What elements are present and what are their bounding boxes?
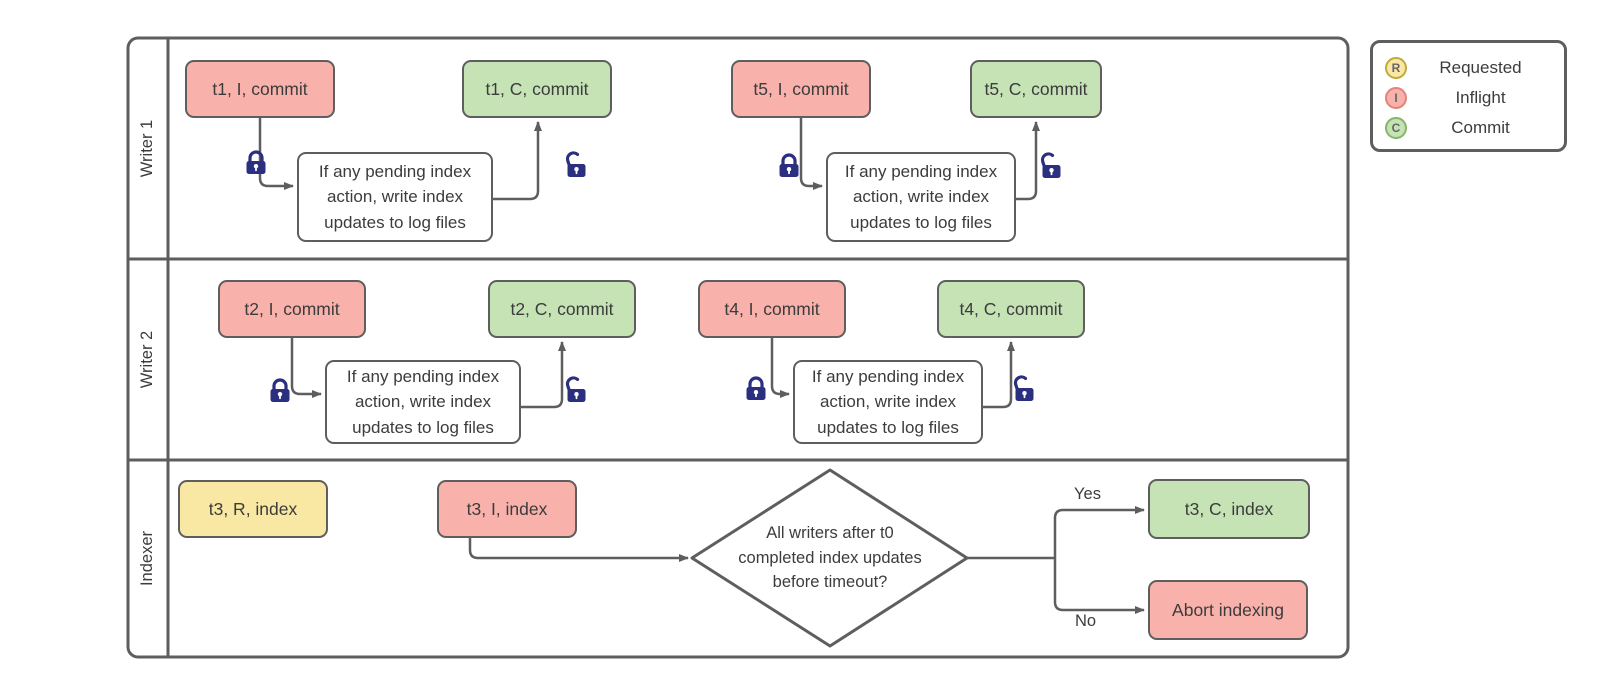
legend-label: Commit (1451, 118, 1510, 137)
event-box-t5-commit: t5, C, commit (970, 60, 1102, 118)
commit-badge-icon: C (1385, 117, 1407, 139)
legend: R Requested I Inflight C Commit (1370, 40, 1567, 152)
decision-diamond (690, 468, 969, 648)
legend-item-requested: R Requested (1385, 55, 1554, 81)
decision-diamond-label: All writers after t0 completed index upd… (738, 523, 922, 592)
event-box-abort-indexing: Abort indexing (1148, 580, 1308, 640)
event-box-t3-inflight: t3, I, index (437, 480, 577, 538)
process-box-writer1-a: If any pending index action, write index… (297, 152, 493, 242)
event-box-t3-commit: t3, C, index (1148, 479, 1310, 539)
process-box-writer2-b: If any pending index action, write index… (793, 360, 983, 444)
event-box-t3-requested: t3, R, index (178, 480, 328, 538)
yes-label: Yes (1074, 485, 1101, 503)
requested-badge-icon: R (1385, 57, 1407, 79)
lane-label-writer-1: Writer 1 (138, 119, 157, 178)
legend-label: Inflight (1455, 88, 1506, 107)
event-box-t1-inflight: t1, I, commit (185, 60, 335, 118)
legend-item-inflight: I Inflight (1385, 85, 1554, 111)
connector-arrows (258, 118, 1145, 614)
event-box-t2-commit: t2, C, commit (488, 280, 636, 338)
event-box-t4-commit: t4, C, commit (937, 280, 1085, 338)
event-box-t5-inflight: t5, I, commit (731, 60, 871, 118)
event-box-t4-inflight: t4, I, commit (698, 280, 846, 338)
process-box-writer1-b: If any pending index action, write index… (826, 152, 1016, 242)
lane-label-writer-2: Writer 2 (138, 330, 157, 389)
no-label: No (1074, 612, 1097, 630)
event-box-t1-commit: t1, C, commit (462, 60, 612, 118)
lane-label-indexer: Indexer (138, 530, 157, 587)
process-box-writer2-a: If any pending index action, write index… (325, 360, 521, 444)
legend-label: Requested (1439, 58, 1522, 77)
inflight-badge-icon: I (1385, 87, 1407, 109)
legend-item-commit: C Commit (1385, 115, 1554, 141)
event-box-t2-inflight: t2, I, commit (218, 280, 366, 338)
